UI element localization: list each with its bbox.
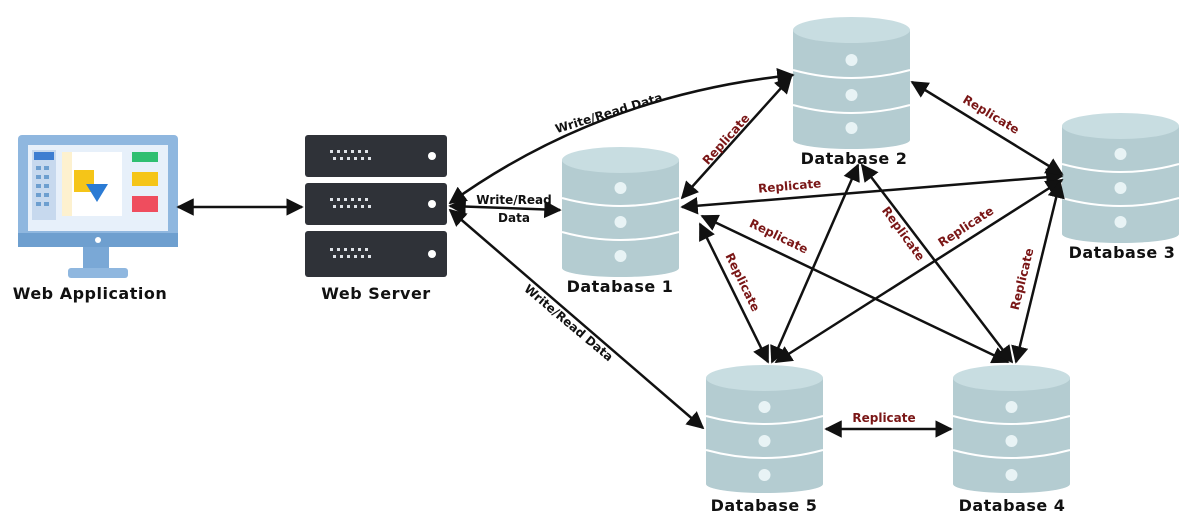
database-5-label: Database 5 [711,496,818,515]
edge-db1-db5 [698,222,770,364]
edge-db1-db3 [680,168,1064,215]
edge-db2-db3 [910,80,1064,176]
label-replicate-db5-db4: Replicate [852,411,915,425]
label-replicate-db1-db4: Replicate [747,216,810,256]
web-server-icon [305,135,447,277]
edge-db3-db4 [1011,180,1065,364]
database-1-label: Database 1 [567,277,674,296]
label-server-db1-line1: Write/Read [476,193,551,207]
database-2-label: Database 2 [801,149,908,168]
database-2-icon [792,17,911,149]
web-server-label: Web Server [321,284,430,303]
database-4-label: Database 4 [959,496,1066,515]
database-3-label: Database 3 [1069,243,1176,262]
label-replicate-db3-db4: Replicate [1008,247,1037,312]
database-1-icon [561,147,680,277]
label-replicate-db1-db3: Replicate [758,176,822,195]
label-server-db2: Write/Read Data [553,90,664,136]
label-replicate-db1-db2: Replicate [700,111,753,167]
database-5-icon [705,365,824,493]
database-4-icon [952,365,1071,493]
database-3-icon [1061,113,1180,243]
edge-db2-db4 [860,163,1014,364]
web-application-label: Web Application [13,284,168,303]
label-server-db1-line2: Data [498,211,530,225]
label-replicate-db2-db4: Replicate [879,204,928,263]
edge-server-db5 [448,208,705,430]
web-application-icon [18,135,178,278]
edge-db2-db5 [770,163,860,364]
